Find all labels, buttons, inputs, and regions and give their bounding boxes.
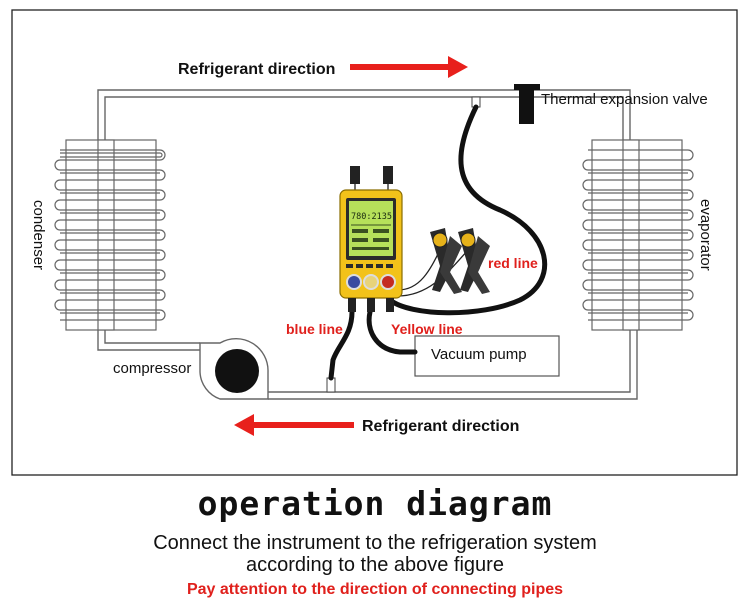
red-line-label: red line [488, 255, 538, 271]
caption-title: operation diagram [197, 484, 553, 523]
vacuum-pump-box [414, 335, 560, 377]
condenser-label: condenser [30, 200, 47, 270]
operation-diagram: Thermal expansion valve Refrigerant dire… [11, 9, 738, 476]
evaporator-coil [582, 139, 694, 331]
flow-arrow-left-icon [234, 414, 354, 436]
yellow-hose [366, 309, 418, 355]
caption-warning: Pay attention to the direction of connec… [186, 581, 564, 598]
caption-line-2: according to the above figure [246, 554, 504, 576]
hoses [328, 104, 548, 381]
red-hose [387, 104, 548, 316]
expansion-valve-icon [514, 84, 540, 124]
caption-block: operation diagram Connect the instrument… [0, 482, 750, 601]
blue-line-label: blue line [286, 321, 343, 337]
flow-arrow-right-icon [350, 56, 468, 78]
vacuum-pump-label: Vacuum pump [431, 346, 527, 363]
bottom-flow-label: Refrigerant direction [362, 418, 519, 435]
gauge-screen [349, 201, 393, 256]
blue-hose [328, 309, 355, 381]
compressor-icon [215, 349, 259, 393]
temperature-clamps [430, 228, 490, 294]
gauge-display-reading: 780:2135 [351, 212, 392, 222]
yellow-line-label: Yellow line [391, 321, 463, 337]
refrigerant-piping [97, 89, 638, 400]
caption-line-1: Connect the instrument to the refrigerat… [153, 532, 597, 554]
compressor-label: compressor [113, 360, 191, 377]
evaporator-label: evaporator [697, 199, 714, 271]
condenser-coil [54, 139, 166, 331]
expansion-valve-label: Thermal expansion valve [541, 91, 708, 108]
top-flow-label: Refrigerant direction [178, 61, 335, 78]
refrigerant-gauge: 780:2135 [339, 166, 403, 312]
